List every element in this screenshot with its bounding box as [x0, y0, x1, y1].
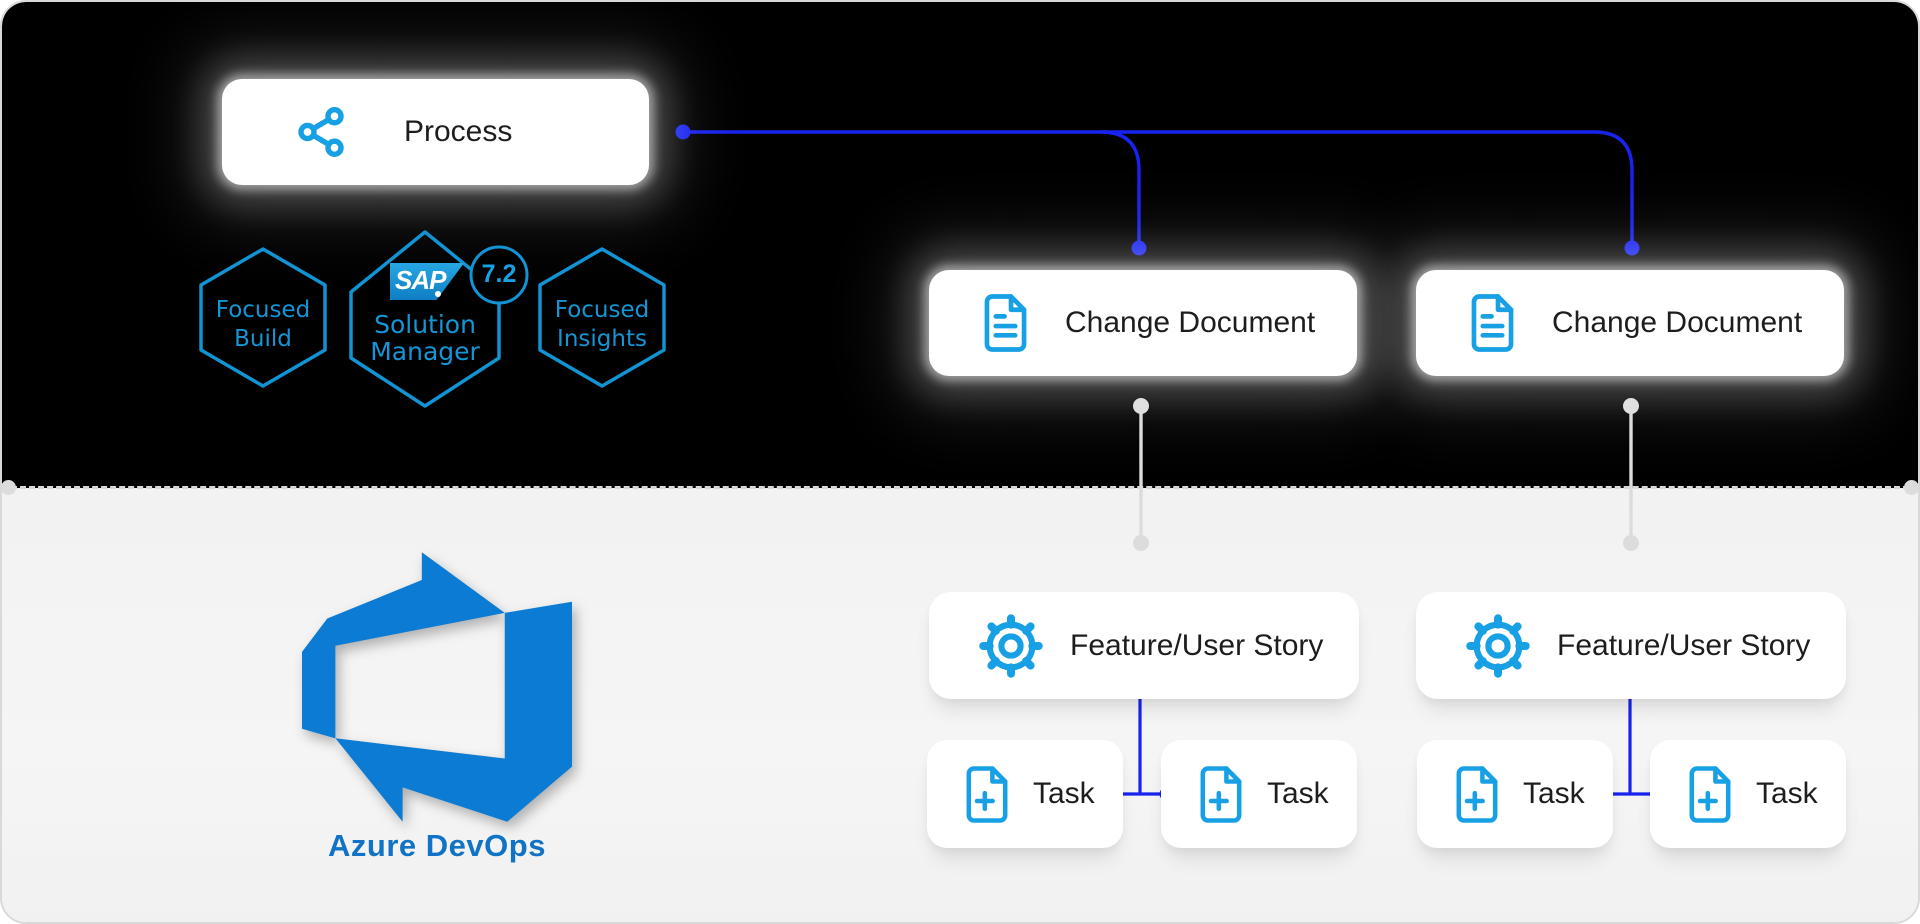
version-badge-label: 7.2	[481, 260, 517, 288]
solution-manager-line2: Manager	[370, 337, 480, 366]
feature-card-1: Feature/User Story	[929, 592, 1359, 699]
task-label: Task	[1033, 777, 1095, 810]
task-label: Task	[1267, 777, 1329, 810]
feature-label: Feature/User Story	[1557, 628, 1811, 662]
task-card-2: Task	[1161, 740, 1357, 848]
sap-registered-dot	[435, 291, 441, 297]
divider-line	[2, 486, 1918, 489]
file-text-icon	[1471, 294, 1514, 352]
focused-insights-label: Focused Insights	[540, 296, 664, 354]
task-card-1: Task	[927, 740, 1123, 848]
azure-devops-label: Azure DevOps	[328, 828, 546, 863]
sap-solution-manager-panel	[2, 2, 1918, 488]
solution-manager-line1: Solution	[374, 310, 476, 339]
change-document-label: Change Document	[1552, 306, 1803, 339]
file-plus-icon	[1200, 765, 1242, 823]
change-document-label: Change Document	[1065, 306, 1316, 339]
gear-icon	[1466, 613, 1530, 678]
focused-insights-line2: Insights	[557, 326, 647, 352]
file-plus-icon	[966, 765, 1008, 823]
change-document-card-2: Change Document	[1416, 270, 1844, 376]
file-text-icon	[984, 294, 1027, 352]
process-card: Process	[222, 79, 649, 185]
focused-build-label: Focused Build	[201, 296, 325, 354]
change-document-card-1: Change Document	[929, 270, 1357, 376]
solution-manager-label: Solution Manager	[351, 311, 499, 365]
feature-card-2: Feature/User Story	[1416, 592, 1846, 699]
focused-build-line2: Build	[234, 326, 292, 352]
share-network-icon	[298, 107, 344, 157]
azure-devops-panel	[2, 488, 1918, 922]
task-label: Task	[1756, 777, 1818, 810]
file-plus-icon	[1456, 765, 1498, 823]
gear-icon	[979, 613, 1043, 678]
divider-dot-left	[2, 480, 16, 495]
process-label: Process	[404, 115, 513, 148]
task-card-4: Task	[1650, 740, 1846, 848]
focused-insights-line1: Focused	[554, 297, 650, 323]
divider-dot-right	[1904, 480, 1918, 495]
azure-devops-logo	[302, 552, 572, 822]
task-card-3: Task	[1417, 740, 1613, 848]
file-plus-icon	[1689, 765, 1731, 823]
sap-logo-text: SAP	[395, 265, 446, 295]
task-label: Task	[1523, 777, 1585, 810]
feature-label: Feature/User Story	[1070, 628, 1324, 662]
focused-build-line1: Focused	[215, 297, 311, 323]
